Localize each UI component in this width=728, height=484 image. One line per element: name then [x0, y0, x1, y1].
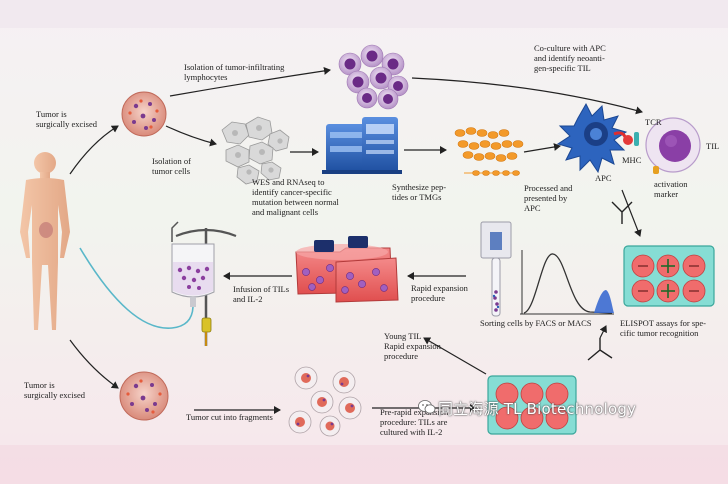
label-mhc: MHC: [622, 155, 642, 165]
flow-arrows: [69, 66, 643, 414]
label-processed: Processed and presented by APC: [524, 183, 573, 213]
iv-bag-icon: [79, 221, 237, 346]
wechat-icon: [418, 400, 436, 414]
tumor-cell-cluster-icon: [221, 116, 290, 185]
lymphocyte-cluster-icon: [338, 44, 409, 110]
til-cell-icon: [645, 117, 701, 174]
human-body-icon: [20, 152, 70, 330]
label-tumor-excised-bottom: Tumor is surgically excised: [24, 380, 85, 400]
apc-cell-icon: [556, 102, 628, 174]
branch-connector-icon: [587, 201, 633, 361]
peptide-chain-icon: [454, 127, 524, 176]
watermark-text: 同立海源 TL Biotechnology: [438, 400, 637, 418]
tcr-mhc-icon: [623, 132, 639, 146]
label-tcr: TCR: [645, 117, 662, 127]
label-coculture: Co-culture with APC and identify neoanti…: [534, 43, 606, 73]
tumor-icon: [121, 91, 167, 137]
label-isolation-til: Isolation of tumor-infiltrating lymphocy…: [184, 62, 285, 82]
label-isolation-tumor: Isolation of tumor cells: [152, 156, 191, 176]
culture-flask-icon: [295, 236, 399, 303]
label-young-til: Young TIL Rapid expansion procedure: [384, 331, 441, 361]
label-synthesize: Synthesize pep- tides or TMGs: [392, 182, 447, 202]
label-elispot: ELISPOT assays for spe- cific tumor reco…: [620, 318, 707, 338]
tumor-icon-bottom: [119, 371, 169, 421]
facs-tube-icon: [480, 221, 512, 317]
sequencer-icon: [322, 117, 402, 174]
fragment-dishes-icon: [288, 366, 362, 437]
label-wes: WES and RNAseq to identify cancer-specif…: [252, 177, 339, 217]
elispot-plate-icon: [623, 245, 715, 307]
label-rapid: Rapid expansion procedure: [411, 283, 468, 303]
histogram-icon: [520, 250, 614, 315]
label-tumor-excised-top: Tumor is surgically excised: [36, 109, 97, 129]
label-til: TIL: [706, 141, 720, 151]
label-infusion: Infusion of TILs and IL-2: [233, 284, 290, 304]
label-sorting: Sorting cells by FACS or MACS: [480, 318, 592, 328]
well-plate-icon: [487, 375, 577, 435]
label-apc: APC: [595, 173, 612, 183]
label-activation-marker: activation marker: [654, 179, 688, 199]
label-fragments: Tumor cut into fragments: [186, 412, 273, 422]
